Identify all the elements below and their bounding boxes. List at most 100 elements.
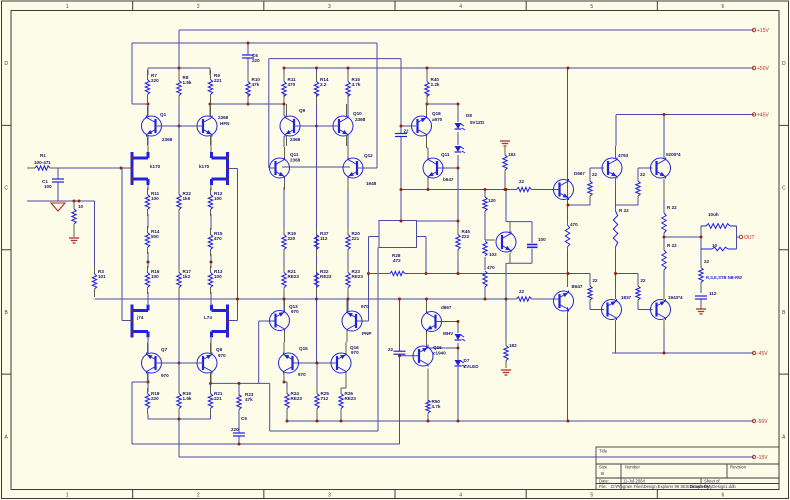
svg-text:+45V: +45V	[757, 113, 769, 119]
svg-text:Q16: Q16	[433, 345, 442, 350]
svg-text:47k: 47k	[245, 397, 253, 402]
svg-text:R37: R37	[320, 231, 329, 236]
svg-text:-15V: -15V	[757, 455, 768, 461]
svg-text:D:\Program Files\Design Explor: D:\Program Files\Design Explorer 99 SE\E…	[611, 484, 736, 489]
svg-text:712: 712	[321, 396, 329, 401]
svg-text:101: 101	[98, 274, 106, 279]
svg-text:970: 970	[161, 373, 169, 378]
svg-text:k170: k170	[150, 164, 161, 169]
svg-text:C: C	[782, 186, 786, 192]
svg-text:R24: R24	[291, 391, 300, 396]
svg-text:Size: Size	[599, 465, 608, 470]
svg-text:4: 4	[459, 4, 462, 10]
svg-text:D7: D7	[464, 358, 470, 363]
svg-text:File:: File:	[599, 484, 607, 489]
svg-text:RE23: RE23	[345, 396, 357, 401]
svg-text:-45V: -45V	[757, 351, 768, 357]
svg-text:R22: R22	[320, 269, 329, 274]
svg-text:220: 220	[151, 78, 159, 83]
svg-text:100-471: 100-471	[34, 160, 51, 165]
svg-text:10: 10	[712, 243, 718, 248]
svg-text:Q7: Q7	[161, 347, 168, 352]
svg-text:102: 102	[489, 252, 497, 257]
svg-text:Date:: Date:	[599, 479, 609, 484]
svg-text:47k: 47k	[252, 82, 260, 87]
svg-text:R28: R28	[392, 253, 401, 258]
svg-text:22: 22	[519, 289, 525, 294]
svg-text:100: 100	[151, 274, 159, 279]
svg-text:c1940: c1940	[433, 351, 446, 356]
svg-text:470: 470	[214, 236, 222, 241]
svg-text:R20: R20	[352, 231, 361, 236]
svg-text:C1: C1	[42, 179, 48, 184]
svg-text:D: D	[782, 61, 786, 67]
svg-text:1948: 1948	[366, 181, 377, 186]
svg-text:D667: D667	[574, 171, 585, 176]
svg-text:2368: 2368	[218, 115, 229, 120]
svg-text:A: A	[5, 434, 9, 440]
svg-text:R22: R22	[183, 191, 192, 196]
svg-text:R 22: R 22	[667, 243, 677, 248]
svg-text:220: 220	[288, 236, 296, 241]
svg-text:R11: R11	[288, 77, 297, 82]
svg-text:4.7k: 4.7k	[352, 82, 361, 87]
svg-text:Q16: Q16	[350, 345, 359, 350]
svg-text:R26: R26	[345, 391, 354, 396]
svg-text:2368: 2368	[290, 158, 301, 163]
svg-text:22: 22	[388, 347, 394, 352]
svg-text:1: 1	[66, 4, 69, 10]
svg-text:R19: R19	[288, 231, 297, 236]
svg-text:R40: R40	[431, 77, 440, 82]
svg-text:C5: C5	[241, 416, 247, 421]
svg-text:R12: R12	[214, 191, 223, 196]
svg-text:R21: R21	[214, 391, 223, 396]
svg-text:Number: Number	[625, 465, 640, 470]
svg-text:500: 500	[151, 234, 159, 239]
svg-text:Q9: Q9	[299, 108, 306, 113]
svg-text:B647: B647	[572, 284, 583, 289]
svg-text:A: A	[782, 434, 786, 440]
svg-text:Q11: Q11	[290, 152, 299, 157]
svg-text:R13: R13	[214, 269, 223, 274]
svg-text:OUT: OUT	[744, 235, 755, 241]
svg-text:970: 970	[291, 309, 299, 314]
svg-text:2: 2	[197, 493, 200, 499]
svg-text:R17: R17	[183, 269, 192, 274]
svg-text:Q10: Q10	[353, 111, 362, 116]
svg-text:10: 10	[78, 204, 84, 209]
svg-text:R50: R50	[432, 399, 441, 404]
svg-text:1k2: 1k2	[183, 274, 191, 279]
svg-text:R25: R25	[321, 391, 330, 396]
svg-text:D: D	[4, 61, 8, 67]
svg-text:22: 22	[704, 259, 710, 264]
svg-text:470: 470	[570, 222, 578, 227]
svg-text:HFN: HFN	[220, 121, 230, 126]
svg-text:R16: R16	[151, 269, 160, 274]
svg-text:B: B	[782, 310, 786, 316]
svg-text:22: 22	[640, 172, 646, 177]
svg-text:11-Jul-2004: 11-Jul-2004	[623, 479, 645, 484]
svg-text:220: 220	[252, 58, 260, 63]
svg-text:221: 221	[214, 78, 222, 83]
svg-text:R15: R15	[214, 231, 223, 236]
svg-text:10uh: 10uh	[708, 212, 719, 217]
svg-text:R19: R19	[183, 391, 192, 396]
svg-text:22: 22	[593, 278, 599, 283]
svg-text:2368: 2368	[162, 137, 173, 142]
svg-text:ZVLED: ZVLED	[464, 364, 480, 369]
svg-text:4: 4	[459, 493, 462, 499]
svg-text:R8: R8	[183, 75, 189, 80]
svg-text:5: 5	[590, 493, 593, 499]
svg-text:R 22: R 22	[619, 208, 629, 213]
svg-text:R 22: R 22	[667, 205, 677, 210]
svg-text:4793: 4793	[618, 153, 629, 158]
svg-text:221: 221	[214, 396, 222, 401]
svg-text:220: 220	[151, 396, 159, 401]
svg-text:970: 970	[351, 350, 359, 355]
svg-text:5: 5	[590, 4, 593, 10]
svg-text:5200*4: 5200*4	[666, 152, 681, 157]
svg-text:22: 22	[519, 179, 525, 184]
svg-text:1k6: 1k6	[183, 196, 191, 201]
svg-text:C6: C6	[252, 53, 258, 58]
svg-text:R,S,E,STB NB-RW: R,S,E,STB NB-RW	[706, 275, 742, 280]
